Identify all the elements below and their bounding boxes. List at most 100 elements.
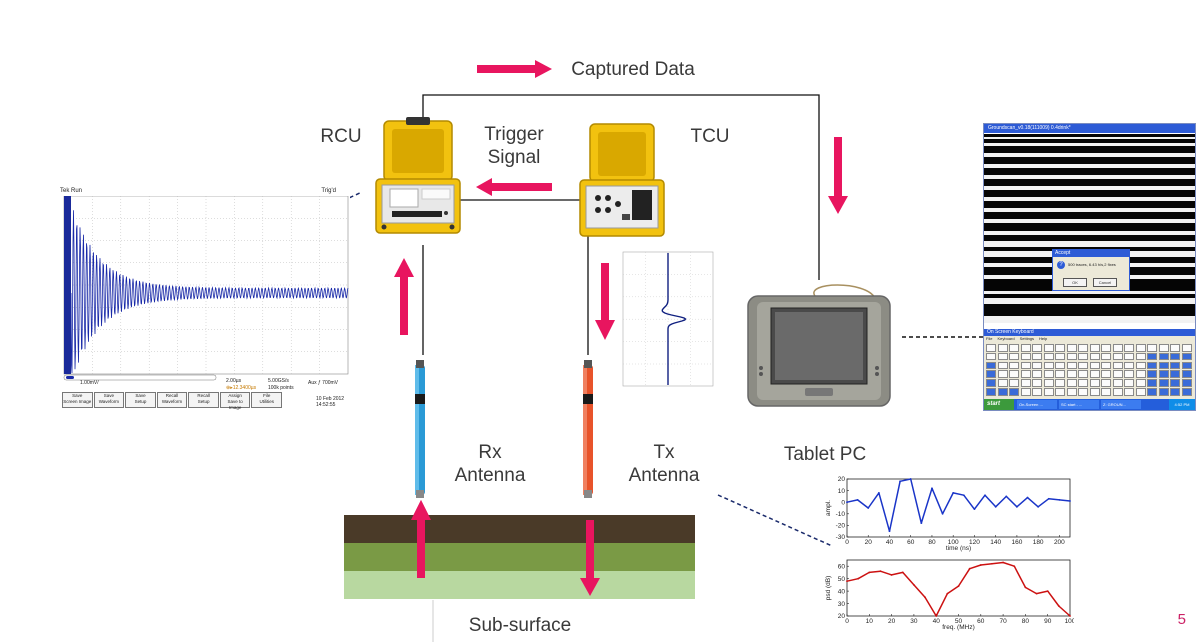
keyboard-key[interactable] bbox=[1043, 352, 1054, 361]
keyboard-key[interactable] bbox=[986, 388, 996, 396]
keyboard-key[interactable] bbox=[1170, 344, 1180, 352]
taskbar-item[interactable]: On-Screen ... bbox=[1017, 400, 1057, 409]
keyboard-key[interactable] bbox=[1181, 370, 1192, 378]
keyboard-key[interactable] bbox=[1020, 344, 1031, 352]
keyboard-key[interactable] bbox=[1055, 344, 1065, 352]
keyboard-key[interactable] bbox=[1181, 352, 1192, 361]
keyboard-key[interactable] bbox=[986, 344, 996, 352]
keyboard-key[interactable] bbox=[1124, 344, 1134, 352]
keyboard-key[interactable] bbox=[1066, 370, 1077, 378]
keyboard-key[interactable] bbox=[1181, 379, 1192, 387]
keyboard-key[interactable] bbox=[1101, 370, 1111, 378]
keyboard-key[interactable] bbox=[1009, 352, 1019, 361]
keyboard-key[interactable] bbox=[1089, 352, 1100, 361]
keyboard-key[interactable] bbox=[1009, 344, 1019, 352]
keyboard-key[interactable] bbox=[1020, 388, 1031, 396]
keyboard-key[interactable] bbox=[1101, 352, 1111, 361]
keyboard-key[interactable] bbox=[1135, 361, 1146, 370]
keyboard-key[interactable] bbox=[1158, 379, 1169, 387]
keyboard-key[interactable] bbox=[1170, 379, 1180, 387]
keyboard-key[interactable] bbox=[1170, 388, 1180, 396]
keyboard-key[interactable] bbox=[1101, 344, 1111, 352]
keyboard-key[interactable] bbox=[1147, 344, 1157, 352]
keyboard-key[interactable] bbox=[1089, 361, 1100, 370]
keyboard-key[interactable] bbox=[1124, 388, 1134, 396]
keyboard-key[interactable] bbox=[1009, 370, 1019, 378]
keyboard-key[interactable] bbox=[1043, 370, 1054, 378]
keyboard-key[interactable] bbox=[1089, 388, 1100, 396]
keyboard-key[interactable] bbox=[1009, 361, 1019, 370]
keyboard-key[interactable] bbox=[1101, 361, 1111, 370]
keyboard-key[interactable] bbox=[1158, 370, 1169, 378]
keyboard-key[interactable] bbox=[1135, 344, 1146, 352]
keyboard-key[interactable] bbox=[986, 370, 996, 378]
keyboard-key[interactable] bbox=[1078, 379, 1088, 387]
keyboard-key[interactable] bbox=[997, 344, 1008, 352]
keyboard-key[interactable] bbox=[1078, 352, 1088, 361]
keyboard-key[interactable] bbox=[997, 379, 1008, 387]
keyboard-menu-item[interactable]: Keyboard bbox=[997, 336, 1015, 341]
ok-button[interactable]: OK bbox=[1063, 278, 1087, 287]
keyboard-key[interactable] bbox=[1089, 370, 1100, 378]
keyboard-key[interactable] bbox=[1066, 344, 1077, 352]
keyboard-key[interactable] bbox=[997, 361, 1008, 370]
keyboard-key[interactable] bbox=[1181, 361, 1192, 370]
keyboard-key[interactable] bbox=[1101, 388, 1111, 396]
keyboard-key[interactable] bbox=[1135, 388, 1146, 396]
cancel-button[interactable]: Cancel bbox=[1093, 278, 1117, 287]
keyboard-key[interactable] bbox=[1101, 379, 1111, 387]
keyboard-key[interactable] bbox=[1055, 352, 1065, 361]
keyboard-key[interactable] bbox=[1020, 352, 1031, 361]
keyboard-key[interactable] bbox=[1078, 388, 1088, 396]
keyboard-key[interactable] bbox=[1112, 352, 1123, 361]
keyboard-key[interactable] bbox=[986, 379, 996, 387]
keyboard-key[interactable] bbox=[1055, 379, 1065, 387]
keyboard-key[interactable] bbox=[1043, 344, 1054, 352]
keyboard-key[interactable] bbox=[1078, 344, 1088, 352]
keyboard-key[interactable] bbox=[1020, 379, 1031, 387]
keyboard-key[interactable] bbox=[1181, 388, 1192, 396]
keyboard-key[interactable] bbox=[1124, 352, 1134, 361]
keyboard-key[interactable] bbox=[1066, 379, 1077, 387]
keyboard-key[interactable] bbox=[1078, 361, 1088, 370]
keyboard-key[interactable] bbox=[1170, 361, 1180, 370]
keyboard-key[interactable] bbox=[1147, 379, 1157, 387]
keyboard-key[interactable] bbox=[1032, 379, 1042, 387]
keyboard-key[interactable] bbox=[1135, 379, 1146, 387]
keyboard-key[interactable] bbox=[1135, 352, 1146, 361]
keyboard-key[interactable] bbox=[1147, 352, 1157, 361]
keyboard-key[interactable] bbox=[1066, 361, 1077, 370]
start-button[interactable]: start bbox=[984, 399, 1014, 410]
keyboard-key[interactable] bbox=[1089, 379, 1100, 387]
keyboard-key[interactable] bbox=[1078, 370, 1088, 378]
keyboard-key[interactable] bbox=[1112, 379, 1123, 387]
keyboard-key[interactable] bbox=[1170, 352, 1180, 361]
keyboard-key[interactable] bbox=[1158, 352, 1169, 361]
keyboard-key[interactable] bbox=[1020, 361, 1031, 370]
keyboard-key[interactable] bbox=[997, 388, 1008, 396]
keyboard-key[interactable] bbox=[1112, 361, 1123, 370]
keyboard-key[interactable] bbox=[1147, 388, 1157, 396]
keyboard-key[interactable] bbox=[1066, 388, 1077, 396]
keyboard-key[interactable] bbox=[1055, 361, 1065, 370]
keyboard-key[interactable] bbox=[1147, 361, 1157, 370]
keyboard-key[interactable] bbox=[1043, 388, 1054, 396]
keyboard-key[interactable] bbox=[1112, 388, 1123, 396]
keyboard-menu-item[interactable]: Settings bbox=[1019, 336, 1035, 341]
keyboard-key[interactable] bbox=[1009, 388, 1019, 396]
taskbar-item[interactable]: Z: GROUN... bbox=[1101, 400, 1141, 409]
keyboard-key[interactable] bbox=[1158, 361, 1169, 370]
keyboard-key[interactable] bbox=[1147, 370, 1157, 378]
keyboard-key[interactable] bbox=[1055, 388, 1065, 396]
keyboard-key[interactable] bbox=[1066, 352, 1077, 361]
keyboard-key[interactable] bbox=[1158, 344, 1169, 352]
keyboard-key[interactable] bbox=[1009, 379, 1019, 387]
keyboard-key[interactable] bbox=[1043, 361, 1054, 370]
keyboard-key[interactable] bbox=[1124, 361, 1134, 370]
